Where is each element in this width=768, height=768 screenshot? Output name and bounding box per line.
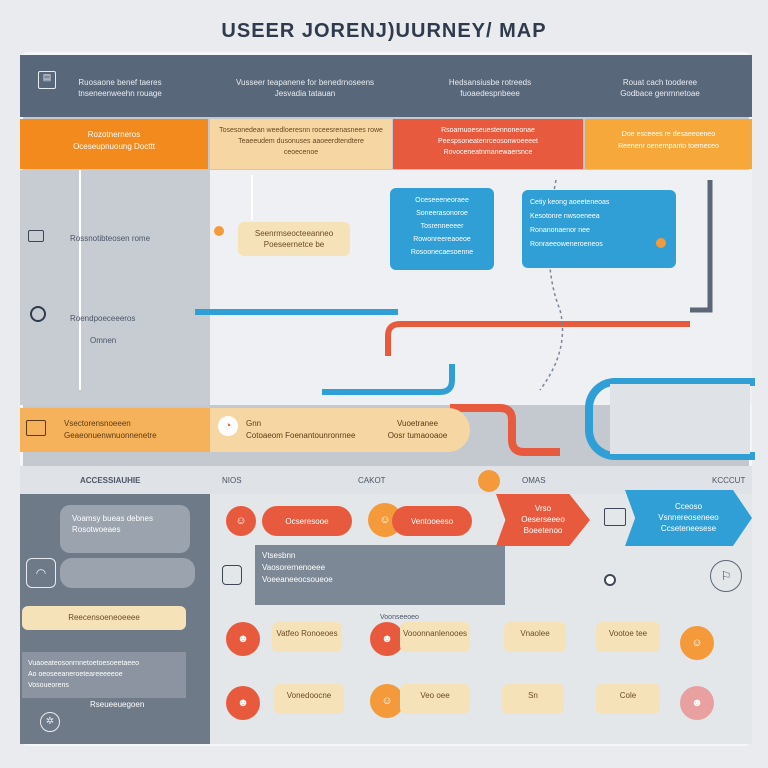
- tag-r1-3: Vnaolee: [504, 622, 566, 652]
- stage-marker: [478, 470, 500, 492]
- monitor-icon: [604, 508, 626, 526]
- red-pill-2: Ventooeeso: [392, 506, 472, 536]
- red-connector: [385, 321, 690, 356]
- tag-r2-3: Sn: [502, 684, 564, 714]
- tag-r1-4: Vootoe tee: [596, 622, 660, 652]
- store-panel: [610, 384, 750, 454]
- smile-icon: ☺: [680, 626, 714, 660]
- user-icon: ☻: [226, 622, 260, 656]
- signal-icon: ◠: [26, 558, 56, 588]
- card-icon: [28, 230, 44, 242]
- tag-r2-2: Veo oee: [400, 684, 470, 714]
- red-pill: Ocseresooe: [262, 506, 352, 536]
- row2-label1: Rossnotibteosen rome: [70, 234, 151, 243]
- user-icon: ☻: [370, 622, 404, 656]
- left-swimlane: [20, 170, 210, 405]
- location-icon: [30, 306, 46, 322]
- row2-label2: Roendpoeceeeros: [70, 314, 136, 323]
- row2-label3: Omnen: [90, 336, 117, 345]
- calendar-icon: ▤: [38, 71, 56, 89]
- left-bottom: Rseueeuegoen: [90, 700, 145, 709]
- user-icon: ☻: [226, 686, 260, 720]
- stage-3: CAKOT: [358, 476, 386, 485]
- node-dot: [604, 574, 616, 586]
- orange-dot: [214, 226, 224, 236]
- stage-5: KCCCUT: [712, 476, 746, 485]
- grey-box: [255, 545, 505, 605]
- clock-icon: ◔: [218, 416, 238, 436]
- left-tag: Reecensoeneoeeee: [22, 606, 186, 630]
- stage-bar: [20, 466, 752, 494]
- face-icon: ☺: [226, 506, 256, 536]
- settings-icon: ✲: [40, 712, 60, 732]
- blue-loop: [585, 378, 755, 460]
- stage-2: NIOS: [222, 476, 242, 485]
- tag-r1-1: Vatfeo Ronoeoes: [272, 622, 342, 652]
- grey-connector: [690, 180, 713, 313]
- page-title: USEER JORENJ)UURNEY/ MAP: [221, 20, 547, 42]
- user-icon: ☻: [680, 686, 714, 720]
- stage-4: OMAS: [522, 476, 546, 485]
- ticket-icon: [26, 420, 46, 436]
- stage-1: ACCESSIAUHIE: [80, 476, 141, 485]
- tag-r2-1: Vonedoocne: [274, 684, 344, 714]
- tag-r1-2: Vooonnanlenooes: [400, 622, 470, 652]
- red-loop-connector: [450, 404, 560, 456]
- tag-r2-4: Cole: [596, 684, 660, 714]
- bell-icon: [222, 565, 242, 585]
- band1-mid: Tosesonedean weedloeresnn roceesrenasnee…: [210, 119, 392, 169]
- orange-dot: [656, 238, 666, 248]
- flow-note: Voonseeoeo: [380, 614, 419, 621]
- blue-connector-2: [322, 364, 455, 395]
- cart-icon: ⚐: [710, 560, 742, 592]
- left-pill-2: [60, 558, 195, 588]
- smile-icon: ☺: [370, 684, 404, 718]
